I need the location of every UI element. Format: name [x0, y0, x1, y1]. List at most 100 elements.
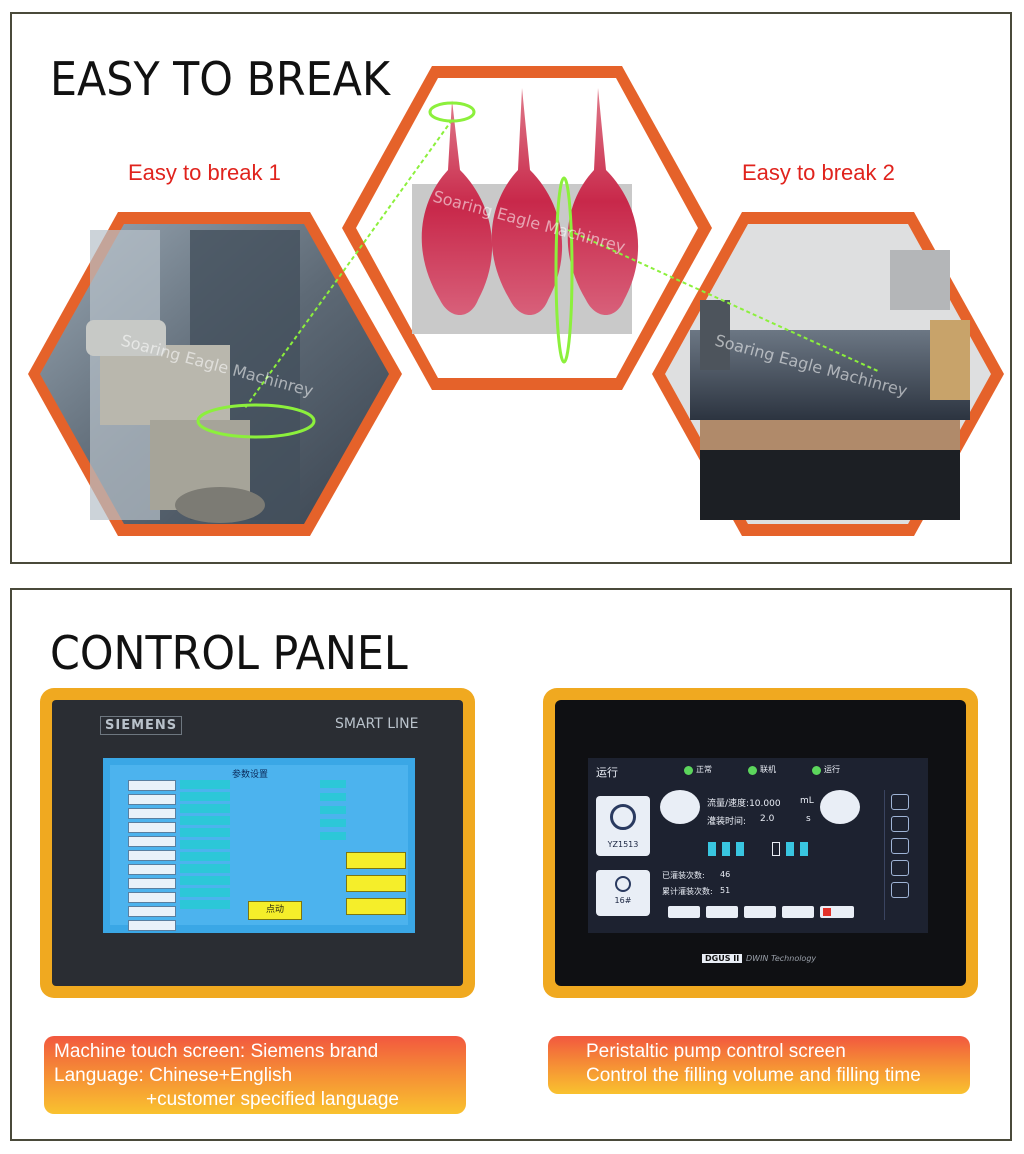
hmi-value-field[interactable] [180, 828, 230, 837]
search-icon[interactable] [891, 860, 909, 876]
pump-head-left-icon [660, 790, 700, 824]
caption-right-line-1: Peristaltic pump control screen [586, 1041, 846, 1062]
status-run-icon [812, 766, 821, 775]
hmi-param-button[interactable] [128, 794, 176, 805]
hmi-value-field[interactable] [180, 876, 230, 885]
mode-icon[interactable] [891, 838, 909, 854]
dwin-technology-label: DWIN Technology [746, 954, 817, 963]
flow-unit-label: mL [800, 796, 814, 806]
hmi-value-column [180, 780, 230, 912]
hmi-value-field[interactable] [320, 819, 346, 827]
hmi-screen-title: 参数设置 [232, 770, 269, 780]
hmi-param-button[interactable] [128, 892, 176, 903]
reverse-button[interactable] [782, 906, 814, 918]
hmi-right-values [320, 780, 346, 845]
hmi-value-field[interactable] [180, 840, 230, 849]
hmi-param-button[interactable] [128, 850, 176, 861]
hmi-param-button[interactable] [128, 836, 176, 847]
hmi-start-button[interactable]: 点动 [248, 901, 302, 920]
caption-right-line-2: Control the filling volume and filling t… [586, 1065, 921, 1086]
dgus-logo: DGUS II [702, 954, 743, 963]
hmi-value-field[interactable] [180, 888, 230, 897]
count-done-label: 已灌装次数: [662, 871, 705, 880]
right-screen-frame [543, 688, 978, 998]
hmi-function-button[interactable] [346, 875, 406, 892]
hmi-value-field[interactable] [180, 780, 230, 789]
pump-id-label: YZ1513 [607, 840, 639, 849]
hmi-param-button[interactable] [128, 780, 176, 791]
caption-left-line-2: Language: Chinese+English [54, 1065, 293, 1086]
pump-head-right-icon [820, 790, 860, 824]
fill-time-label: 灌装时间: [707, 817, 747, 827]
dwin-side-toolbar [884, 790, 915, 920]
status-run-label: 运行 [824, 765, 840, 774]
tube-id-label: 16# [614, 896, 632, 905]
dwin-tab-run[interactable]: 运行 [596, 766, 618, 779]
hmi-value-field[interactable] [320, 780, 346, 788]
section-title-easy-to-break: EASY TO BREAK [50, 52, 391, 106]
dwin-status-bar: 正常 联机 运行 [684, 764, 864, 778]
hmi-value-field[interactable] [320, 832, 346, 840]
flow-speed-label: 流量/速度:10.000 [707, 799, 781, 809]
hmi-param-button[interactable] [128, 808, 176, 819]
smart-line-label: SMART LINE [335, 716, 419, 732]
caption-right: Peristaltic pump control screen Control … [548, 1036, 970, 1094]
hmi-value-field[interactable] [180, 864, 230, 873]
control-panel-section: CONTROL PANEL [10, 588, 1012, 1141]
bottle-icon [708, 842, 716, 856]
siemens-logo: SIEMENS [100, 716, 183, 735]
caption-left-line-1: Machine touch screen: Siemens brand [54, 1041, 379, 1062]
hmi-param-button[interactable] [128, 878, 176, 889]
stop-icon [823, 908, 831, 916]
caption-left-line-3: +customer specified language [146, 1089, 399, 1110]
dwin-bottom-buttons [668, 906, 868, 920]
hmi-param-button[interactable] [128, 920, 176, 931]
label-easy-to-break-1: Easy to break 1 [128, 160, 281, 185]
tube-icon [615, 876, 631, 892]
tube-card[interactable]: 16# [596, 870, 650, 916]
right-hexagon-photo [652, 212, 1004, 536]
hmi-value-field[interactable] [180, 804, 230, 813]
status-online-label: 联机 [760, 765, 776, 774]
calibrate-icon[interactable] [891, 816, 909, 832]
bottle-icon [736, 842, 744, 856]
left-hexagon-photo [28, 212, 402, 536]
center-hexagon-ampoules [342, 66, 712, 390]
settings-icon[interactable] [891, 794, 909, 810]
caption-left: Machine touch screen: Siemens brand Lang… [44, 1036, 466, 1114]
hmi-param-button[interactable] [128, 906, 176, 917]
stop-button[interactable] [820, 906, 854, 918]
hmi-value-field[interactable] [320, 793, 346, 801]
label-easy-to-break-2: Easy to break 2 [742, 160, 895, 185]
speed-button[interactable] [706, 906, 738, 918]
hmi-param-button[interactable] [128, 822, 176, 833]
hmi-left-button-column [128, 780, 176, 934]
info-icon[interactable] [891, 882, 909, 898]
bottle-icon [800, 842, 808, 856]
lock-button[interactable] [668, 906, 700, 918]
bottle-icon [772, 842, 780, 856]
hmi-param-button[interactable] [128, 864, 176, 875]
pump-head-card[interactable]: YZ1513 [596, 796, 650, 856]
bottle-row [708, 838, 828, 858]
count-done-value: 46 [720, 870, 731, 879]
bottle-icon [786, 842, 794, 856]
status-ok-icon [684, 766, 693, 775]
hmi-function-button[interactable] [346, 898, 406, 915]
status-normal-label: 正常 [696, 765, 712, 774]
fill-time-unit: s [806, 814, 811, 824]
callout-lines [244, 119, 881, 409]
fill-time-value[interactable]: 2.0 [760, 814, 775, 824]
pump-head-icon [610, 804, 636, 830]
hmi-value-field[interactable] [180, 816, 230, 825]
hmi-yellow-buttons [346, 852, 406, 921]
status-online-icon [748, 766, 757, 775]
forward-button[interactable] [744, 906, 776, 918]
hmi-value-field[interactable] [180, 900, 230, 909]
hmi-value-field[interactable] [320, 806, 346, 814]
hmi-function-button[interactable] [346, 852, 406, 869]
bottle-icon [722, 842, 730, 856]
hmi-value-field[interactable] [180, 792, 230, 801]
hmi-value-field[interactable] [180, 852, 230, 861]
